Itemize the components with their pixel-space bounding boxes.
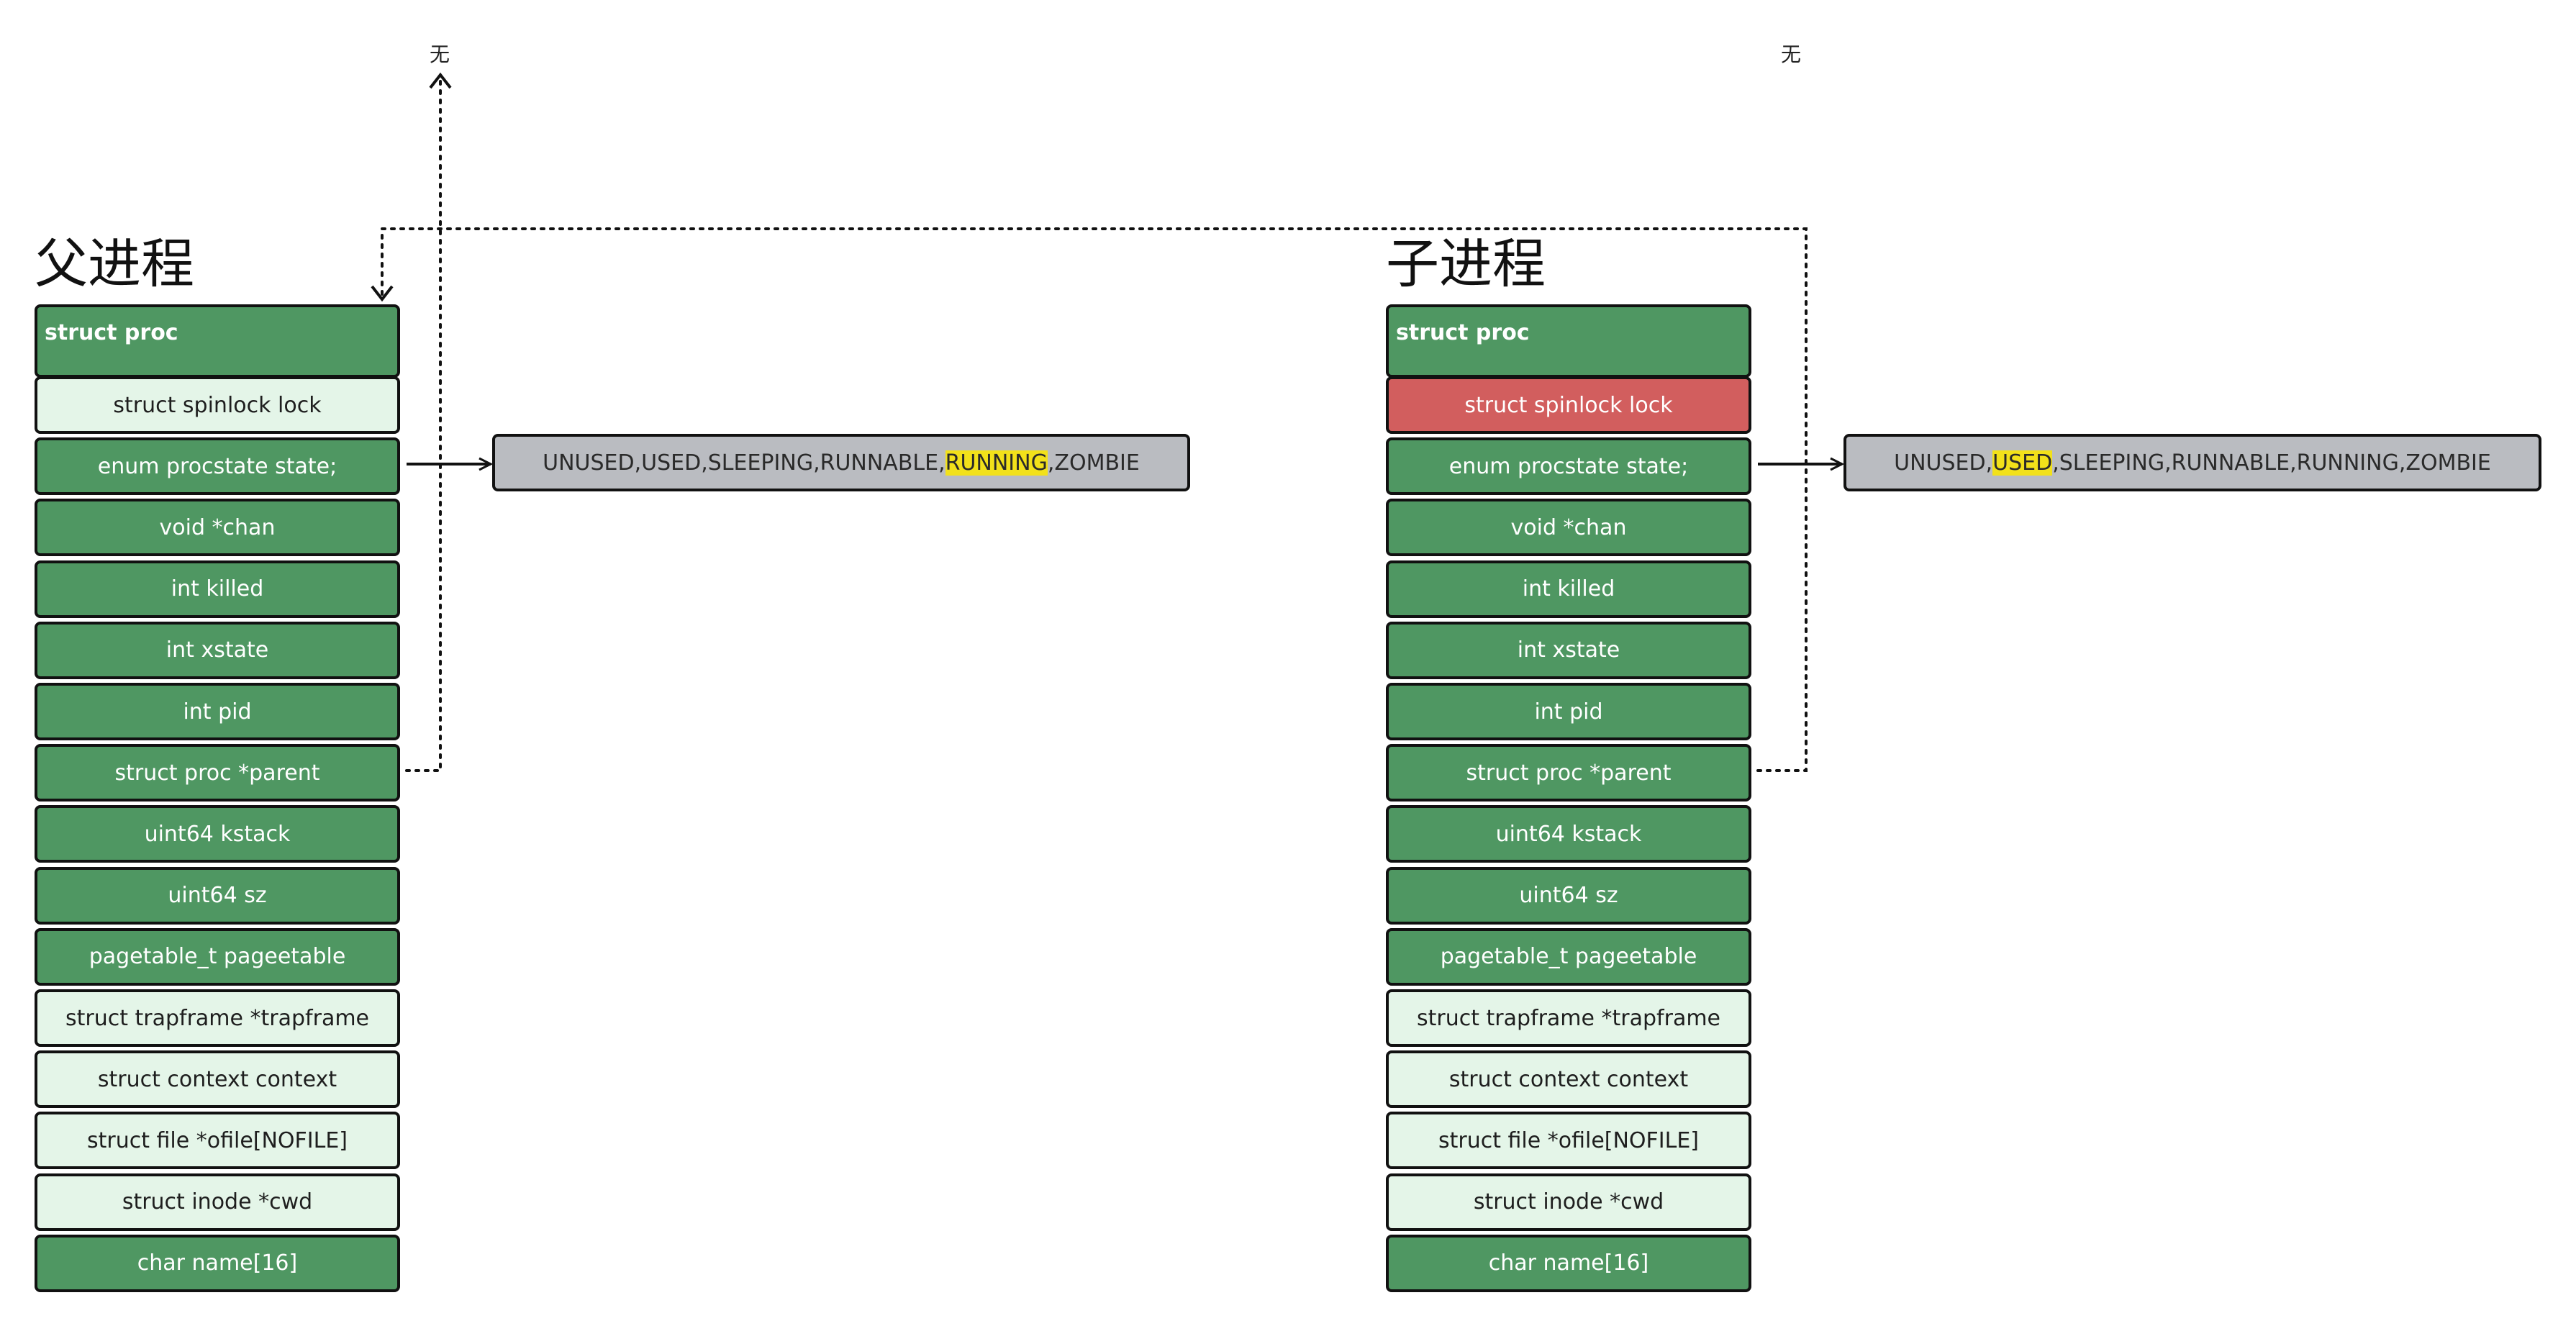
field-int-killed: int killed — [35, 560, 400, 618]
field-enum-procstate-state: enum procstate state; — [1386, 437, 1751, 496]
struct-proc-header: struct proc — [1386, 304, 1751, 378]
state-unused: UNUSED — [1894, 450, 1986, 476]
state-sleeping: SLEEPING — [707, 450, 814, 476]
separator: , — [1047, 450, 1055, 476]
field-struct-inode-cwd: struct inode *cwd — [35, 1173, 400, 1231]
state-sleeping: SLEEPING — [2059, 450, 2165, 476]
state-running: RUNNING — [2296, 450, 2399, 476]
struct-proc-header: struct proc — [35, 304, 400, 378]
parent-of-parent-label: 无 — [430, 42, 450, 66]
field-struct-proc-parent: struct proc *parent — [1386, 744, 1751, 802]
child-parent-pointer-line — [381, 227, 1808, 772]
separator: , — [1985, 450, 1993, 476]
field-struct-trapframe-trapframe: struct trapframe *trapframe — [1386, 989, 1751, 1047]
field-void-chan: void *chan — [35, 499, 400, 557]
state-running: RUNNING — [945, 450, 1048, 476]
field-struct-context-context: struct context context — [1386, 1050, 1751, 1109]
field-int-killed: int killed — [1386, 560, 1751, 618]
field-pagetable-t-pageetable: pagetable_t pageetable — [1386, 927, 1751, 986]
child-parent-pointer-arrowhead — [371, 285, 394, 302]
child-none-label: 无 — [1781, 42, 1802, 66]
separator: , — [2290, 450, 2297, 476]
field-int-xstate: int xstate — [35, 621, 400, 679]
field-struct-trapframe-trapframe: struct trapframe *trapframe — [35, 989, 400, 1047]
separator: , — [2398, 450, 2406, 476]
field-enum-procstate-state: enum procstate state; — [35, 437, 400, 496]
field-struct-inode-cwd: struct inode *cwd — [1386, 1173, 1751, 1231]
state-zombie: ZOMBIE — [1054, 450, 1140, 476]
field-struct-file-ofile-nofile: struct file *ofile[NOFILE] — [35, 1112, 400, 1170]
state-used: USED — [641, 450, 702, 476]
parent-parent-pointer-line — [405, 75, 442, 772]
field-char-name-16: char name[16] — [35, 1234, 400, 1292]
separator: , — [2052, 450, 2059, 476]
field-char-name-16: char name[16] — [1386, 1234, 1751, 1292]
separator: , — [938, 450, 945, 476]
field-struct-spinlock-lock: struct spinlock lock — [1386, 376, 1751, 434]
state-unused: UNUSED — [543, 450, 635, 476]
field-int-xstate: int xstate — [1386, 621, 1751, 679]
separator: , — [701, 450, 708, 476]
field-uint64-sz: uint64 sz — [35, 866, 400, 925]
separator: , — [2164, 450, 2172, 476]
state-used: USED — [1992, 450, 2053, 476]
parent-procstate-enum: UNUSED, USED, SLEEPING, RUNNABLE, RUNNIN… — [492, 434, 1190, 491]
state-runnable: RUNNABLE — [820, 450, 939, 476]
field-uint64-kstack: uint64 kstack — [35, 805, 400, 863]
field-int-pid: int pid — [35, 683, 400, 740]
field-struct-proc-parent: struct proc *parent — [35, 744, 400, 802]
field-uint64-sz: uint64 sz — [1386, 866, 1751, 925]
child-process-title: 子进程 — [1386, 233, 1546, 295]
field-void-chan: void *chan — [1386, 499, 1751, 557]
field-pagetable-t-pageetable: pagetable_t pageetable — [35, 927, 400, 986]
state-zombie: ZOMBIE — [2405, 450, 2491, 476]
parent-parent-pointer-arrowhead — [429, 72, 452, 89]
state-runnable: RUNNABLE — [2171, 450, 2290, 476]
field-struct-spinlock-lock: struct spinlock lock — [35, 376, 400, 434]
field-struct-context-context: struct context context — [35, 1050, 400, 1109]
field-int-pid: int pid — [1386, 683, 1751, 740]
field-uint64-kstack: uint64 kstack — [1386, 805, 1751, 863]
child-procstate-enum: UNUSED, USED, SLEEPING, RUNNABLE, RUNNIN… — [1843, 434, 2541, 491]
separator: , — [813, 450, 820, 476]
parent-process-title: 父进程 — [35, 233, 194, 295]
field-struct-file-ofile-nofile: struct file *ofile[NOFILE] — [1386, 1112, 1751, 1170]
separator: , — [634, 450, 642, 476]
